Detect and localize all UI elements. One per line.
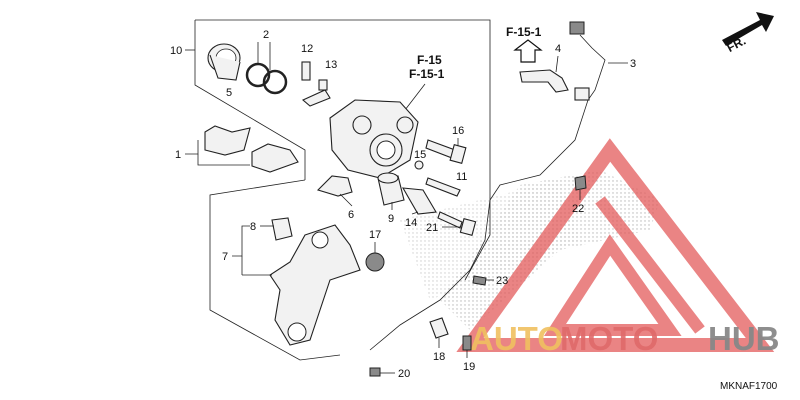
callout-8: 8 [250, 221, 256, 233]
ref-f151-up-arrow [513, 39, 543, 63]
part-brake-pads[interactable] [204, 125, 299, 173]
watermark-text-moto: MOTO [560, 320, 658, 357]
reference-f151-upper: F-15-1 [506, 25, 543, 63]
frame-left-upper [194, 20, 306, 180]
part-piston[interactable] [207, 43, 241, 81]
part-rubber-17[interactable] [365, 252, 385, 272]
part-sensor-wire[interactable] [369, 21, 606, 351]
part-sleeve-14[interactable] [401, 187, 437, 215]
reference-f15: F-15 F-15-1 [404, 53, 445, 111]
part-washer-15[interactable] [414, 160, 424, 170]
callout-9: 9 [388, 213, 394, 225]
part-caliper-bracket[interactable] [269, 224, 361, 346]
part-bolt-21[interactable] [437, 211, 477, 236]
callout-17: 17 [369, 229, 381, 241]
group-frames [185, 19, 491, 361]
ref-f15-text: F-15 [417, 53, 442, 67]
callout-7: 7 [222, 251, 228, 263]
callout-18: 18 [433, 351, 445, 363]
watermark-triangle-inner [543, 234, 682, 336]
callout-4: 4 [555, 43, 561, 55]
part-bolt-23[interactable] [472, 275, 487, 286]
ref-f151-text-b: F-15-1 [506, 25, 542, 39]
callout-2: 2 [263, 29, 269, 41]
callout-14: 14 [405, 217, 417, 229]
callout-12: 12 [301, 43, 313, 55]
part-piston-seals[interactable] [245, 62, 288, 95]
watermark-text-hub: HUB [708, 320, 780, 357]
callouts: 10 2 5 12 13 1 6 9 14 15 16 11 21 8 7 17… [170, 29, 636, 380]
watermark-text-auto: AUTO [470, 320, 563, 357]
front-arrow-label: FR. [724, 34, 748, 55]
callout-10: 10 [170, 45, 182, 57]
callout-21: 21 [426, 222, 438, 234]
callout-20: 20 [398, 368, 410, 380]
part-grommet-22[interactable] [574, 175, 587, 191]
part-pin-bolt-16[interactable] [425, 139, 467, 164]
part-pin-11[interactable] [425, 177, 461, 197]
diagram-code: MKNAF1700 [720, 381, 778, 392]
callout-19: 19 [463, 361, 475, 373]
ref-f15-arrow-line [404, 83, 426, 111]
callout-11: 11 [456, 171, 467, 183]
part-boot-9[interactable] [377, 172, 405, 206]
part-bleeder-screw[interactable] [301, 61, 331, 107]
part-clamp-4[interactable] [519, 69, 569, 93]
part-bolt-20[interactable] [369, 367, 381, 377]
callout-5: 5 [226, 87, 232, 99]
ref-f151-text-a: F-15-1 [409, 67, 445, 81]
callout-3: 3 [630, 58, 636, 70]
frame-left-lower [209, 179, 341, 361]
part-retainer-8[interactable] [271, 217, 293, 241]
part-clip-18[interactable] [429, 317, 449, 339]
part-bolt-19[interactable] [462, 335, 472, 351]
watermark-triangle-outer [456, 138, 775, 352]
caliper-group-frame [195, 19, 491, 281]
watermark-triangle-stroke [595, 196, 705, 334]
callout-16: 16 [452, 125, 464, 137]
callout-6: 6 [348, 209, 354, 221]
part-caliper-body[interactable] [329, 99, 419, 179]
callout-13: 13 [325, 59, 337, 71]
part-pad-spring-6[interactable] [316, 175, 353, 197]
callout-23: 23 [496, 275, 508, 287]
watermark-logo: AUTO MOTO HUB [456, 138, 780, 357]
callout-22: 22 [572, 203, 584, 215]
callout-1: 1 [175, 149, 181, 161]
callout-15: 15 [414, 149, 426, 161]
front-arrow: FR. [722, 12, 774, 55]
